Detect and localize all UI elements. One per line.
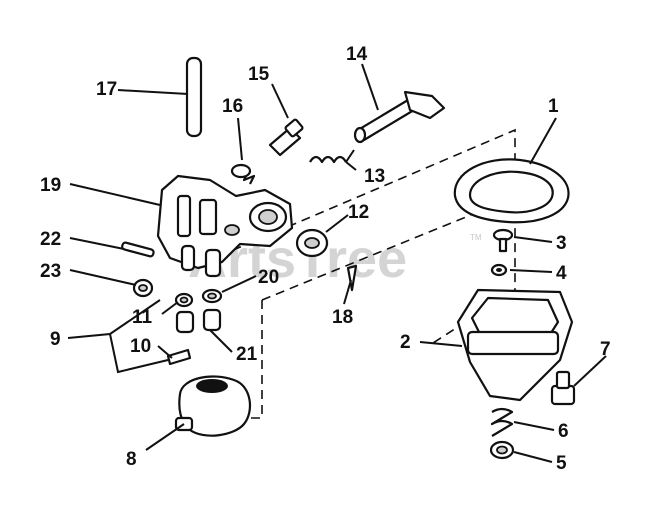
callout-2: 2	[400, 332, 411, 353]
callout-22: 22	[40, 229, 61, 250]
part-20-gasket-ring	[201, 288, 223, 304]
callout-4: 4	[556, 263, 567, 284]
callout-20: 20	[258, 267, 279, 288]
callout-3: 3	[556, 233, 567, 254]
part-17-throttle-shaft-pin	[185, 56, 203, 138]
callout-21: 21	[236, 344, 258, 365]
part-23-washer	[132, 278, 154, 298]
callout-6: 6	[558, 421, 569, 442]
callout-8: 8	[126, 449, 137, 470]
part-12-welch-plug	[295, 228, 329, 258]
callout-1: 1	[548, 96, 559, 117]
part-19-carburetor-body	[156, 174, 294, 278]
callout-19: 19	[40, 175, 61, 196]
callout-10: 10	[130, 336, 151, 357]
callout-13: 13	[364, 166, 385, 187]
leader-lines	[67, 63, 607, 463]
part-7-drain-screw	[550, 370, 576, 406]
callout-7: 7	[600, 339, 611, 360]
callout-9: 9	[50, 329, 61, 350]
callout-23: 23	[40, 261, 61, 282]
callout-5: 5	[556, 453, 567, 474]
part-22-float-pin	[121, 241, 155, 258]
part-16-spring	[230, 163, 256, 185]
part-21-jet	[175, 308, 222, 334]
part-6-spring	[490, 407, 514, 437]
callout-14: 14	[346, 44, 368, 65]
part-1-bowl-gasket	[453, 158, 570, 224]
part-11-washer	[174, 292, 194, 308]
part-10-needle	[166, 348, 192, 366]
part-3-float-valve	[492, 228, 514, 253]
callout-16: 16	[222, 96, 243, 117]
callout-15: 15	[248, 64, 270, 85]
callout-17: 17	[96, 79, 117, 100]
callout-18: 18	[332, 307, 353, 328]
callout-11: 11	[132, 307, 153, 328]
part-8-float	[174, 375, 252, 437]
part-2-float-bowl	[456, 288, 574, 402]
part-14-choke-shaft	[353, 90, 446, 144]
part-4-washer	[490, 263, 508, 277]
part-15-screw	[268, 118, 304, 157]
watermark-trademark: TM	[470, 233, 482, 242]
callout-12: 12	[348, 202, 369, 223]
part-13-torsion-spring	[309, 149, 355, 164]
part-18-screw	[346, 264, 358, 292]
part-5-nut	[489, 440, 515, 460]
